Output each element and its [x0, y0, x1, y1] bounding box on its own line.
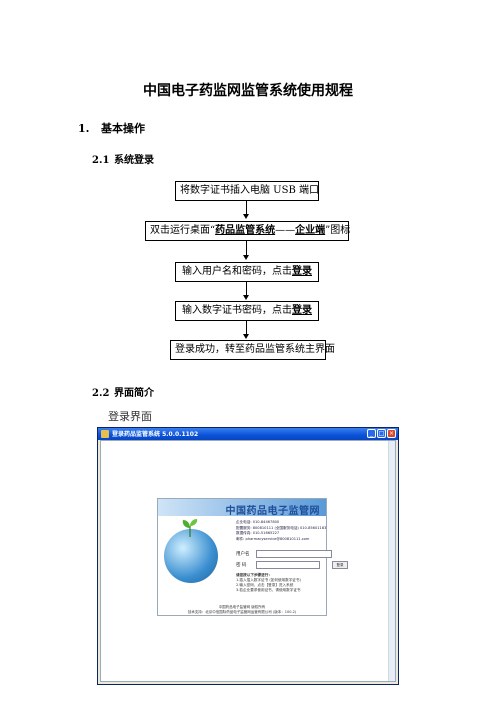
footer-support: 技术支持：北京中信国际药品电子监管网运营有限公司 (版本：100.2): [187, 610, 297, 614]
section-1-number: 1.: [78, 122, 90, 135]
flow-arrow-1-head: [243, 214, 249, 219]
flow-step-2-client-name: 企业端: [295, 225, 326, 236]
tip-3: 3.若企业要求使用证书，请使用数字证书: [236, 588, 301, 592]
vertical-scrollbar[interactable]: [388, 441, 395, 681]
login-button[interactable]: 登录: [332, 561, 348, 569]
login-window-screenshot: 登录药品监管系统 5.0.0.1102 _ □ × 中国药品电子监管网 企业电话…: [97, 427, 399, 685]
section-2-1-number: 2.1: [92, 155, 110, 166]
globe-logo-icon: [164, 529, 218, 583]
section-2-1-title: 系统登录: [114, 155, 154, 166]
window-client-area: 中国药品电子监管网 企业电话: 010-84467800 配置服务: 80081…: [100, 440, 396, 682]
flow-step-2-text-post: ”图标: [325, 225, 351, 236]
footer-copyright: 中国药品电子监管网 版权所有: [218, 605, 266, 609]
contact-info: 企业电话: 010-84467800 配置服务: 800810111 (全国服务…: [236, 520, 326, 542]
login-tips: 请您按以下步骤进行： 1.插入插入数字证书 (如何使用数字证书) 2.输入密码，…: [236, 573, 301, 593]
info-line-fax: 数据传真: 010-51665227: [236, 531, 280, 535]
flow-arrow-2-head: [243, 255, 249, 260]
flow-arrow-1: [246, 201, 247, 215]
flow-arrow-3: [246, 282, 247, 296]
info-line-service: 配置服务: 800810111 (全国服务电话) 010-85601183: [236, 525, 327, 530]
login-footer: 中国药品电子监管网 版权所有 技术支持：北京中信国际药品电子监管网运营有限公司 …: [158, 605, 326, 615]
username-input[interactable]: [256, 550, 332, 558]
flow-step-3: 输入用户名和密码，点击登录: [175, 262, 319, 282]
info-line-email: 邮件: pharmacyservice@800810111.com: [236, 536, 310, 541]
flow-step-2-text-pre: 双击运行桌面“: [150, 225, 216, 236]
sprout-icon: [182, 519, 198, 537]
tip-2: 2.输入密码，点击【登录】进入系统: [236, 583, 294, 587]
flow-arrow-3-head: [243, 295, 249, 300]
flow-step-3-login: 登录: [292, 266, 312, 277]
minimize-icon[interactable]: _: [367, 429, 376, 438]
section-2-2-heading: 2.2 界面简介: [92, 384, 154, 399]
flow-step-4: 输入数字证书密码，点击登录: [175, 301, 319, 321]
tips-title: 请您按以下步骤进行：: [236, 573, 272, 577]
flow-arrow-4-head: [243, 334, 249, 339]
document-title: 中国电子药监网监管系统使用规程: [143, 83, 353, 99]
app-icon: [101, 430, 109, 438]
info-line-phone: 企业电话: 010-84467800: [236, 520, 280, 524]
section-1-heading: 1. 基本操作: [78, 120, 145, 136]
section-1-title: 基本操作: [100, 122, 145, 135]
username-row: 用户名: [236, 550, 332, 558]
flow-step-4-login: 登录: [292, 305, 312, 316]
flow-step-1-text: 将数字证书插入电脑 USB 端口: [180, 185, 319, 196]
flow-step-1: 将数字证书插入电脑 USB 端口: [175, 181, 319, 201]
password-input[interactable]: [256, 561, 320, 569]
window-titlebar: 登录药品监管系统 5.0.0.1102 _ □ ×: [98, 428, 398, 440]
login-screen-caption: 登录界面: [108, 410, 152, 423]
flow-step-3-text: 输入用户名和密码，点击: [182, 266, 292, 277]
section-2-1-heading: 2.1 系统登录: [92, 151, 154, 166]
flow-step-2-dash: ——: [275, 225, 296, 236]
flow-arrow-2: [246, 241, 247, 256]
username-label: 用户名: [236, 552, 250, 557]
window-title: 登录药品监管系统 5.0.0.1102: [112, 431, 199, 438]
flow-step-2: 双击运行桌面“药品监管系统——企业端”图标: [145, 221, 351, 241]
password-row: 密 码 登录: [236, 561, 348, 569]
close-icon[interactable]: ×: [387, 429, 396, 438]
flow-step-2-app-name: 药品监管系统: [215, 225, 276, 236]
section-2-2-number: 2.2: [92, 388, 110, 399]
flow-arrow-4: [246, 321, 247, 335]
tip-1: 1.插入插入数字证书 (如何使用数字证书): [236, 578, 301, 582]
login-panel: 中国药品电子监管网 企业电话: 010-84467800 配置服务: 80081…: [157, 498, 348, 616]
flow-step-5: 登录成功，转至药品监管系统主界面: [170, 340, 335, 360]
maximize-icon[interactable]: □: [377, 429, 386, 438]
banner-title: 中国药品电子监管网: [225, 506, 320, 517]
flow-step-4-text: 输入数字证书密码，点击: [182, 305, 292, 316]
password-label: 密 码: [236, 563, 247, 568]
flow-step-5-text: 登录成功，转至药品监管系统主界面: [175, 344, 335, 355]
login-banner: 中国药品电子监管网: [158, 499, 326, 517]
section-2-2-title: 界面简介: [114, 388, 154, 399]
